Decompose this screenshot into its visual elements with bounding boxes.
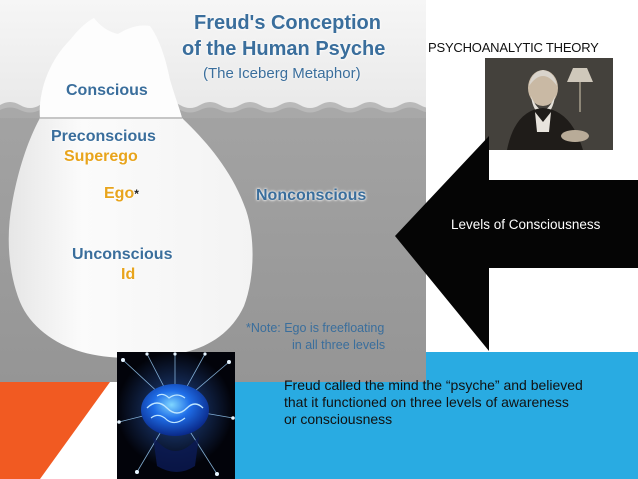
brain-icon	[117, 352, 235, 479]
label-unconscious: Unconscious	[72, 246, 173, 263]
caption-text: Freud called the mind the “psyche” and b…	[284, 377, 583, 427]
label-conscious: Conscious	[66, 82, 148, 99]
iceberg-tip	[39, 18, 182, 118]
portrait-icon	[485, 58, 613, 150]
left-arrow-shape	[395, 136, 638, 351]
brain-image	[117, 352, 235, 479]
arrow-icon	[395, 136, 638, 351]
cyan-band	[235, 352, 638, 479]
label-nonconscious: Nonconscious	[256, 187, 367, 204]
diagram-title-line-2: of the Human Psyche	[182, 38, 386, 60]
iceberg-illustration	[0, 0, 426, 382]
note-line-1: *Note: Ego is freefloating	[246, 321, 385, 335]
label-superego: Superego	[64, 148, 138, 165]
label-preconscious: Preconscious	[51, 128, 156, 145]
diagram-title-line-1: Freud's Conception	[194, 12, 381, 34]
ego-asterisk: *	[134, 187, 139, 201]
orange-band	[0, 382, 110, 479]
freud-photo	[485, 58, 613, 150]
diagram-subtitle: (The Iceberg Metaphor)	[203, 65, 361, 82]
label-ego: Ego*	[104, 185, 139, 202]
note-line-2: in all three levels	[292, 338, 386, 352]
slide-heading: PSYCHOANALYTIC THEORY	[428, 40, 599, 55]
label-id: Id	[121, 266, 136, 283]
iceberg-diagram: Freud's Conception of the Human Psyche (…	[0, 0, 426, 382]
arrow-label: Levels of Consciousness	[451, 217, 601, 232]
